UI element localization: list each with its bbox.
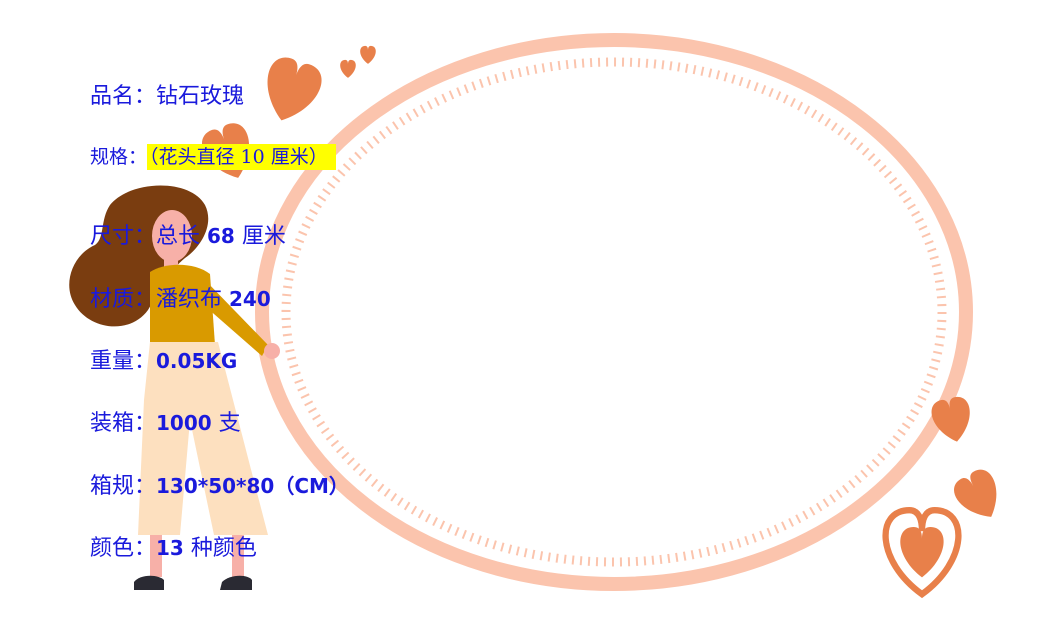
spec-line: 规格：（花头直径 10 厘米）	[90, 142, 336, 170]
material-number: 240	[229, 287, 271, 311]
dimension-line: 尺寸：总长 68 厘米	[90, 218, 286, 250]
woman-illustration	[69, 185, 280, 590]
color-label: 颜色：	[90, 536, 157, 561]
product-name-label: 品名：	[90, 84, 157, 109]
weight-line: 重量：0.05KG	[90, 343, 237, 375]
oval-frame	[255, 33, 973, 591]
packing-number: 1000	[156, 411, 212, 435]
dimension-label: 尺寸：	[90, 224, 157, 249]
shoe	[134, 575, 164, 590]
packing-line: 装箱：1000 支	[90, 405, 241, 437]
dimension-unit: 厘米	[234, 224, 286, 249]
box-size-label: 箱规：	[90, 474, 157, 499]
heart-icon	[360, 45, 376, 64]
product-name-value: 钻石玫瑰	[156, 84, 245, 109]
box-size-value: 130*50*80（CM）	[156, 474, 349, 498]
oval-frame-dashes	[281, 57, 947, 567]
heart-icon	[267, 57, 322, 121]
pants	[138, 342, 268, 535]
spec-label: 规格：	[90, 146, 148, 168]
heart-icon	[931, 397, 970, 442]
packing-unit: 支	[211, 411, 241, 436]
packing-label: 装箱：	[90, 411, 157, 436]
spec-value: （花头直径 10 厘米）	[147, 144, 336, 170]
dimension-prefix: 总长	[156, 224, 208, 249]
weight-label: 重量：	[90, 349, 157, 374]
material-value: 潘织布	[156, 287, 230, 312]
material-line: 材质：潘织布 240	[90, 281, 271, 313]
color-value: 种颜色	[183, 536, 257, 561]
color-line: 颜色：13 种颜色	[90, 530, 257, 562]
heart-icon	[340, 59, 356, 78]
product-name-line: 品名：钻石玫瑰	[90, 78, 244, 110]
dimension-number: 68	[207, 224, 235, 248]
face	[152, 210, 192, 262]
heart-icon	[954, 469, 997, 517]
weight-value: 0.05KG	[156, 349, 238, 373]
shoe	[220, 575, 252, 590]
material-label: 材质：	[90, 287, 157, 312]
color-number: 13	[156, 536, 184, 560]
box-size-line: 箱规：130*50*80（CM）	[90, 468, 349, 500]
heart-outline-icon	[882, 507, 962, 599]
